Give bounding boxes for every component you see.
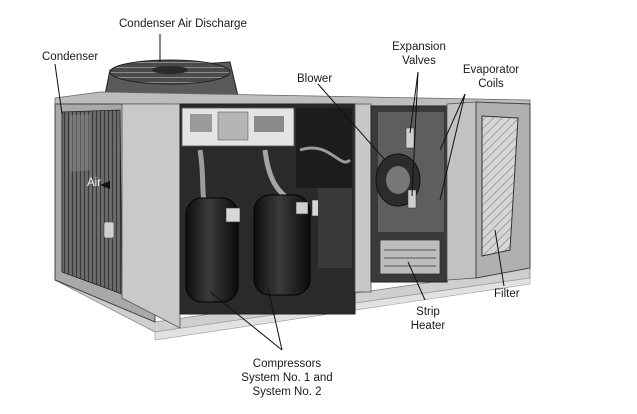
leader-filter (494, 229, 505, 287)
leader-expansion-valve-2 (411, 71, 419, 197)
label-compressors: Compressors System No. 1 and System No. … (232, 357, 342, 399)
label-strip-heater: Strip Heater (406, 305, 450, 333)
leader-condenser (54, 63, 63, 115)
label-condenser-air-discharge: Condenser Air Discharge (119, 18, 247, 30)
leader-evaporator-coil-1 (439, 93, 466, 151)
leader-compressor-1 (209, 291, 283, 351)
label-evaporator-coils: Evaporator Coils (450, 63, 532, 91)
leader-blower (317, 83, 386, 161)
label-strip-heater-line-1: Strip (416, 306, 440, 318)
corner-post (121, 103, 181, 329)
leader-evaporator-coil-2 (439, 93, 466, 201)
label-filter: Filter (494, 288, 520, 300)
label-condenser: Condenser (42, 51, 99, 63)
air-arrow (100, 181, 110, 189)
label-compressors-line-2: System No. 1 and (241, 372, 333, 384)
evaporator-compartment (370, 105, 448, 283)
compressor-compartment (179, 103, 356, 315)
label-compressors-line-3: System No. 2 (252, 386, 322, 398)
label-evaporator-coils-line-2: Coils (478, 78, 504, 90)
leader-expansion-valve-1 (409, 71, 419, 134)
label-expansion-valves-line-1: Expansion (392, 41, 446, 53)
label-blower: Blower (297, 73, 333, 85)
label-expansion-valves-line-2: Valves (402, 55, 436, 67)
label-strip-heater-line-2: Heater (410, 320, 446, 332)
label-compressors-line-1: Compressors (252, 358, 322, 370)
label-air: Air (87, 177, 102, 189)
leader-compressor-2 (267, 287, 283, 351)
label-evaporator-coils-line-1: Evaporator (462, 64, 520, 76)
filter-section (475, 101, 531, 279)
leader-strip-heater (407, 261, 426, 301)
label-expansion-valves: Expansion Valves (384, 40, 454, 68)
